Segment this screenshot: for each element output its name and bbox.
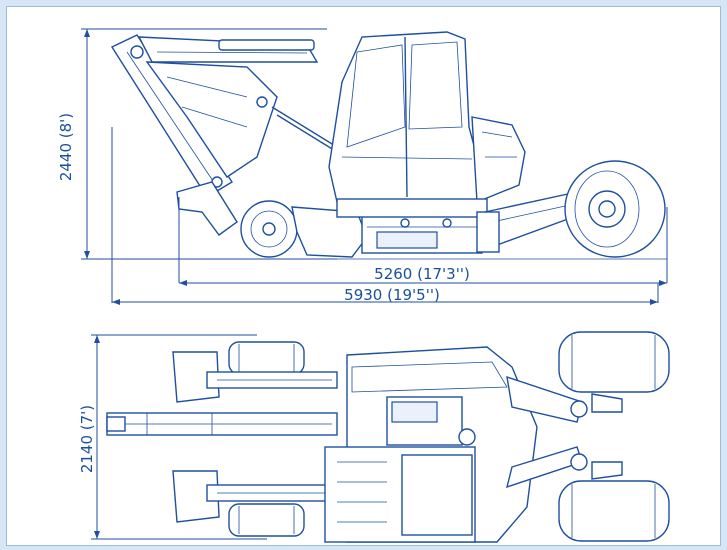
technical-drawing: 2440 (8') xyxy=(57,28,670,543)
inner-length-label: 5260 (17'3'') xyxy=(374,265,470,283)
side-height-label: 2440 (8') xyxy=(57,113,75,181)
total-length-label: 5930 (19'5'') xyxy=(344,286,440,304)
drawing-frame: 2440 (8') xyxy=(6,6,721,546)
top-view: 2140 (7') xyxy=(78,331,670,543)
side-view: 2440 (8') xyxy=(57,28,668,305)
top-width-label: 2140 (7') xyxy=(78,405,96,473)
